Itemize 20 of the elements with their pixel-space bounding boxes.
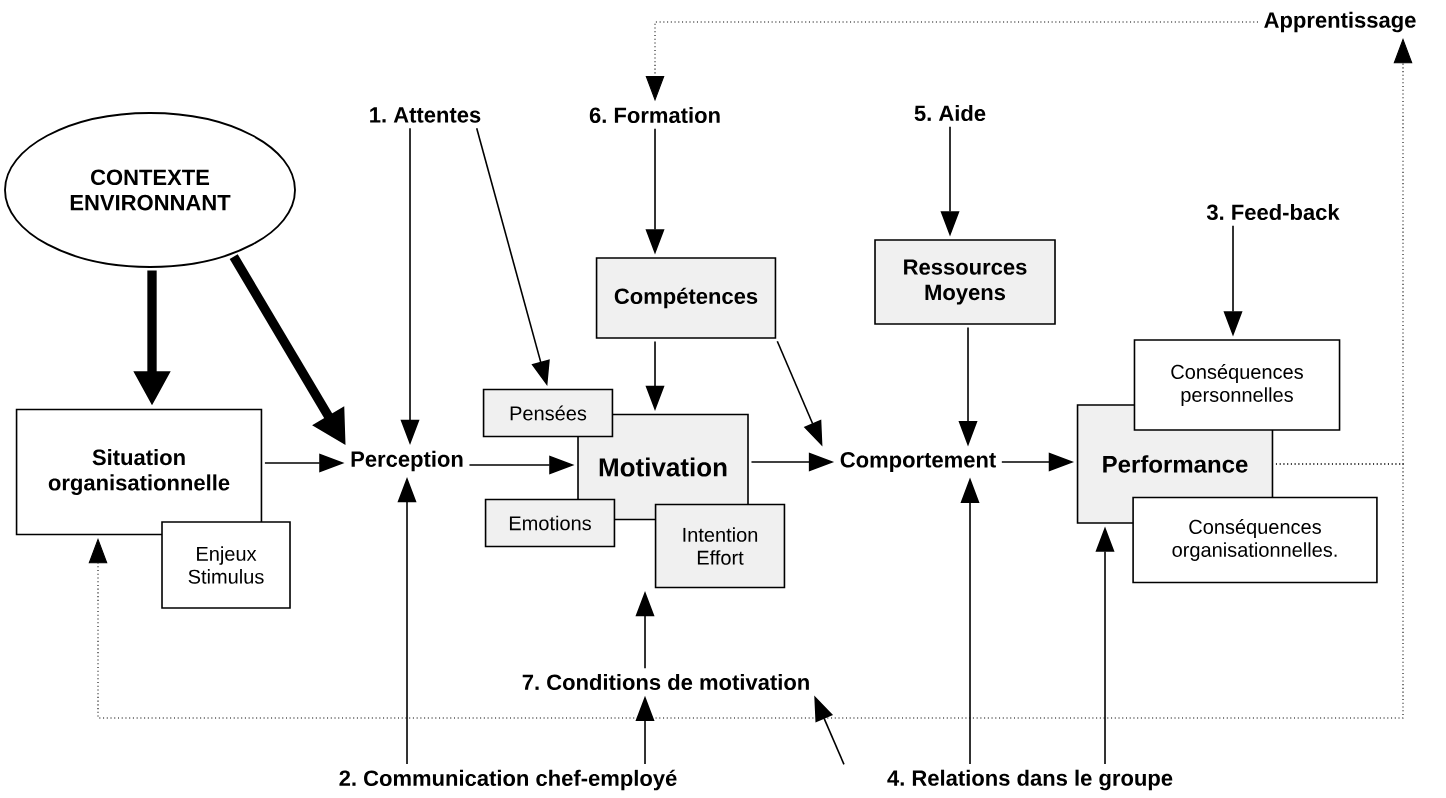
ellipse-node: CONTEXTE ENVIRONNANT [4,112,296,268]
factor-label: 2. Communication chef-employé [339,769,677,791]
process-box: Intention Effort [654,503,786,589]
factor-label: 7. Conditions de motivation [522,673,809,691]
factor-label: 1. Attentes [370,107,481,123]
process-box: Emotions [484,498,616,548]
factor-label: 4. Relations dans le groupe [887,769,1173,791]
factor-label: 6. Formation [589,106,720,124]
arrow [88,463,1404,719]
factor-label: 3. Feed-back [1206,203,1340,221]
factor-label: Perception [351,450,463,472]
process-box: Enjeux Stimulus [161,521,291,609]
process-box: Conséquences organisationnelles. [1132,496,1378,584]
process-box: Ressources Moyens [874,239,1056,325]
process-box: Compétences [595,257,777,339]
factor-label: 5. Aide [914,104,986,122]
factor-label: Comportement [840,452,996,472]
factor-label: Apprentissage [1264,11,1416,33]
process-box: Pensées [482,388,614,438]
process-box: Conséquences personnelles [1133,339,1341,431]
